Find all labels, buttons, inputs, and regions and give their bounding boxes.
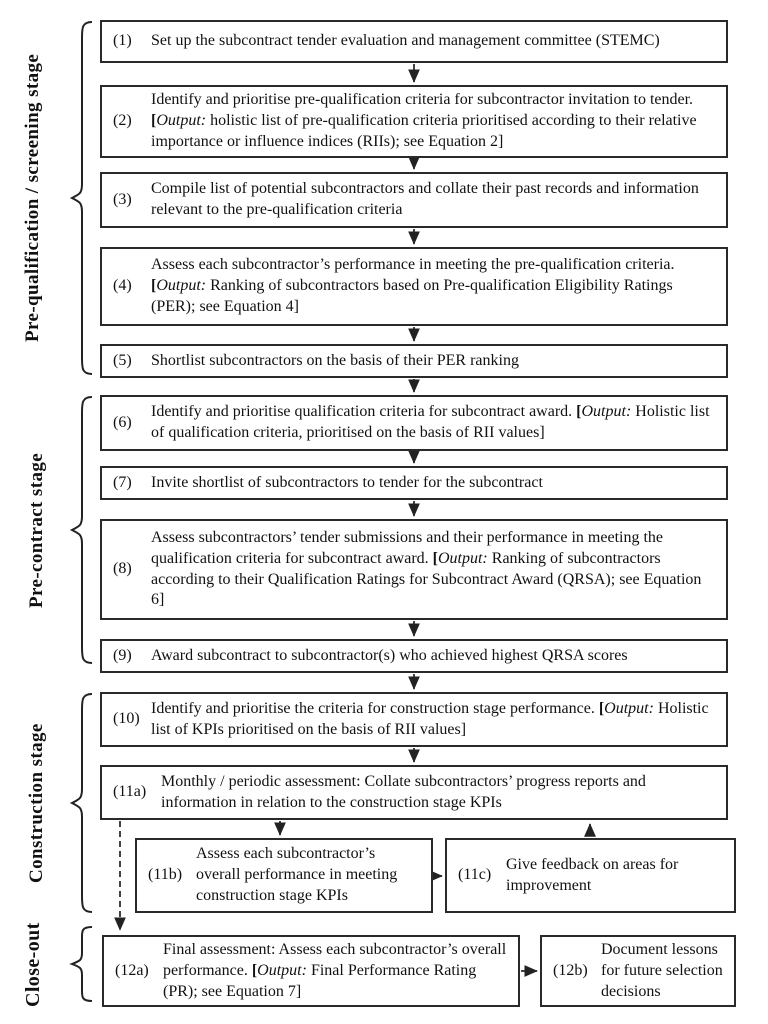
step-text: Set up the subcontract tender evaluation… bbox=[151, 32, 660, 50]
flow-box-12b: (12b) Document lessons for future select… bbox=[540, 935, 736, 1008]
stage-label-construction: Construction stage bbox=[26, 723, 47, 883]
flow-box-7: (7) Invite shortlist of subcontractors t… bbox=[100, 466, 728, 500]
flow-box-10: (10) Identify and prioritise the criteri… bbox=[100, 692, 728, 747]
step-text: Identify and prioritise qualification cr… bbox=[151, 403, 710, 441]
stage-brace-prequalification bbox=[69, 21, 93, 375]
stage-brace-precontract bbox=[69, 396, 93, 664]
flow-box-8: (8) Assess subcontractors’ tender submis… bbox=[100, 519, 728, 620]
stage-brace-closeout bbox=[69, 926, 93, 1002]
step-number: (3) bbox=[113, 190, 132, 208]
flow-box-4: (4) Assess each subcontractor’s performa… bbox=[100, 247, 728, 326]
step-number: (2) bbox=[113, 112, 132, 130]
step-text: Assess each subcontractor’s performance … bbox=[151, 256, 675, 315]
flow-box-2: (2) Identify and prioritise pre-qualific… bbox=[100, 85, 728, 158]
stage-label-prequalification: Pre-qualification / screening stage bbox=[22, 53, 43, 343]
stage-brace-construction bbox=[69, 693, 93, 913]
step-text: Invite shortlist of subcontractors to te… bbox=[151, 473, 543, 491]
step-number: (12a) bbox=[115, 961, 149, 979]
flow-box-5: (5) Shortlist subcontractors on the basi… bbox=[100, 344, 728, 378]
step-text: Compile list of potential subcontractors… bbox=[151, 180, 699, 218]
step-text: Assess each subcontractor’s overall perf… bbox=[196, 845, 398, 904]
step-number: (8) bbox=[113, 560, 132, 578]
step-text: Assess subcontractors’ tender submission… bbox=[151, 528, 702, 609]
step-number: (11b) bbox=[148, 866, 183, 884]
step-number: (4) bbox=[113, 277, 132, 295]
flow-box-11c: (11c) Give feedback on areas for improve… bbox=[445, 838, 736, 913]
step-number: (6) bbox=[113, 413, 132, 431]
flow-box-3: (3) Compile list of potential subcontrac… bbox=[100, 172, 728, 228]
step-number: (1) bbox=[113, 32, 132, 50]
step-text: Identify and prioritise pre-qualificatio… bbox=[151, 91, 697, 150]
flow-box-12a: (12a) Final assessment: Assess each subc… bbox=[102, 935, 520, 1008]
step-text: Shortlist subcontractors on the basis of… bbox=[151, 351, 519, 369]
step-number: (11a) bbox=[113, 783, 147, 801]
step-text: Document lessons for future selection de… bbox=[601, 941, 723, 1000]
step-text: Award subcontract to subcontractor(s) wh… bbox=[151, 646, 628, 664]
step-number: (12b) bbox=[553, 961, 588, 979]
step-number: (5) bbox=[113, 351, 132, 369]
step-text: Final assessment: Assess each subcontrac… bbox=[163, 941, 507, 1000]
stage-label-closeout: Close-out bbox=[22, 922, 44, 1008]
stage-label-precontract: Pre-contract stage bbox=[26, 452, 47, 608]
flow-box-11b: (11b) Assess each subcontractor’s overal… bbox=[135, 838, 433, 913]
step-text: Monthly / periodic assessment: Collate s… bbox=[161, 772, 646, 811]
flow-box-11a: (11a) Monthly / periodic assessment: Col… bbox=[100, 765, 728, 820]
step-number: (10) bbox=[113, 710, 140, 728]
step-text: Give feedback on areas for improvement bbox=[506, 855, 679, 894]
step-number: (11c) bbox=[458, 866, 492, 884]
flow-box-1: (1) Set up the subcontract tender evalua… bbox=[100, 20, 728, 63]
step-number: (7) bbox=[113, 473, 132, 491]
flow-box-6: (6) Identify and prioritise qualificatio… bbox=[100, 395, 728, 451]
flow-box-9: (9) Award subcontract to subcontractor(s… bbox=[100, 639, 728, 673]
step-number: (9) bbox=[113, 646, 132, 664]
step-text: Identify and prioritise the criteria for… bbox=[151, 699, 709, 738]
